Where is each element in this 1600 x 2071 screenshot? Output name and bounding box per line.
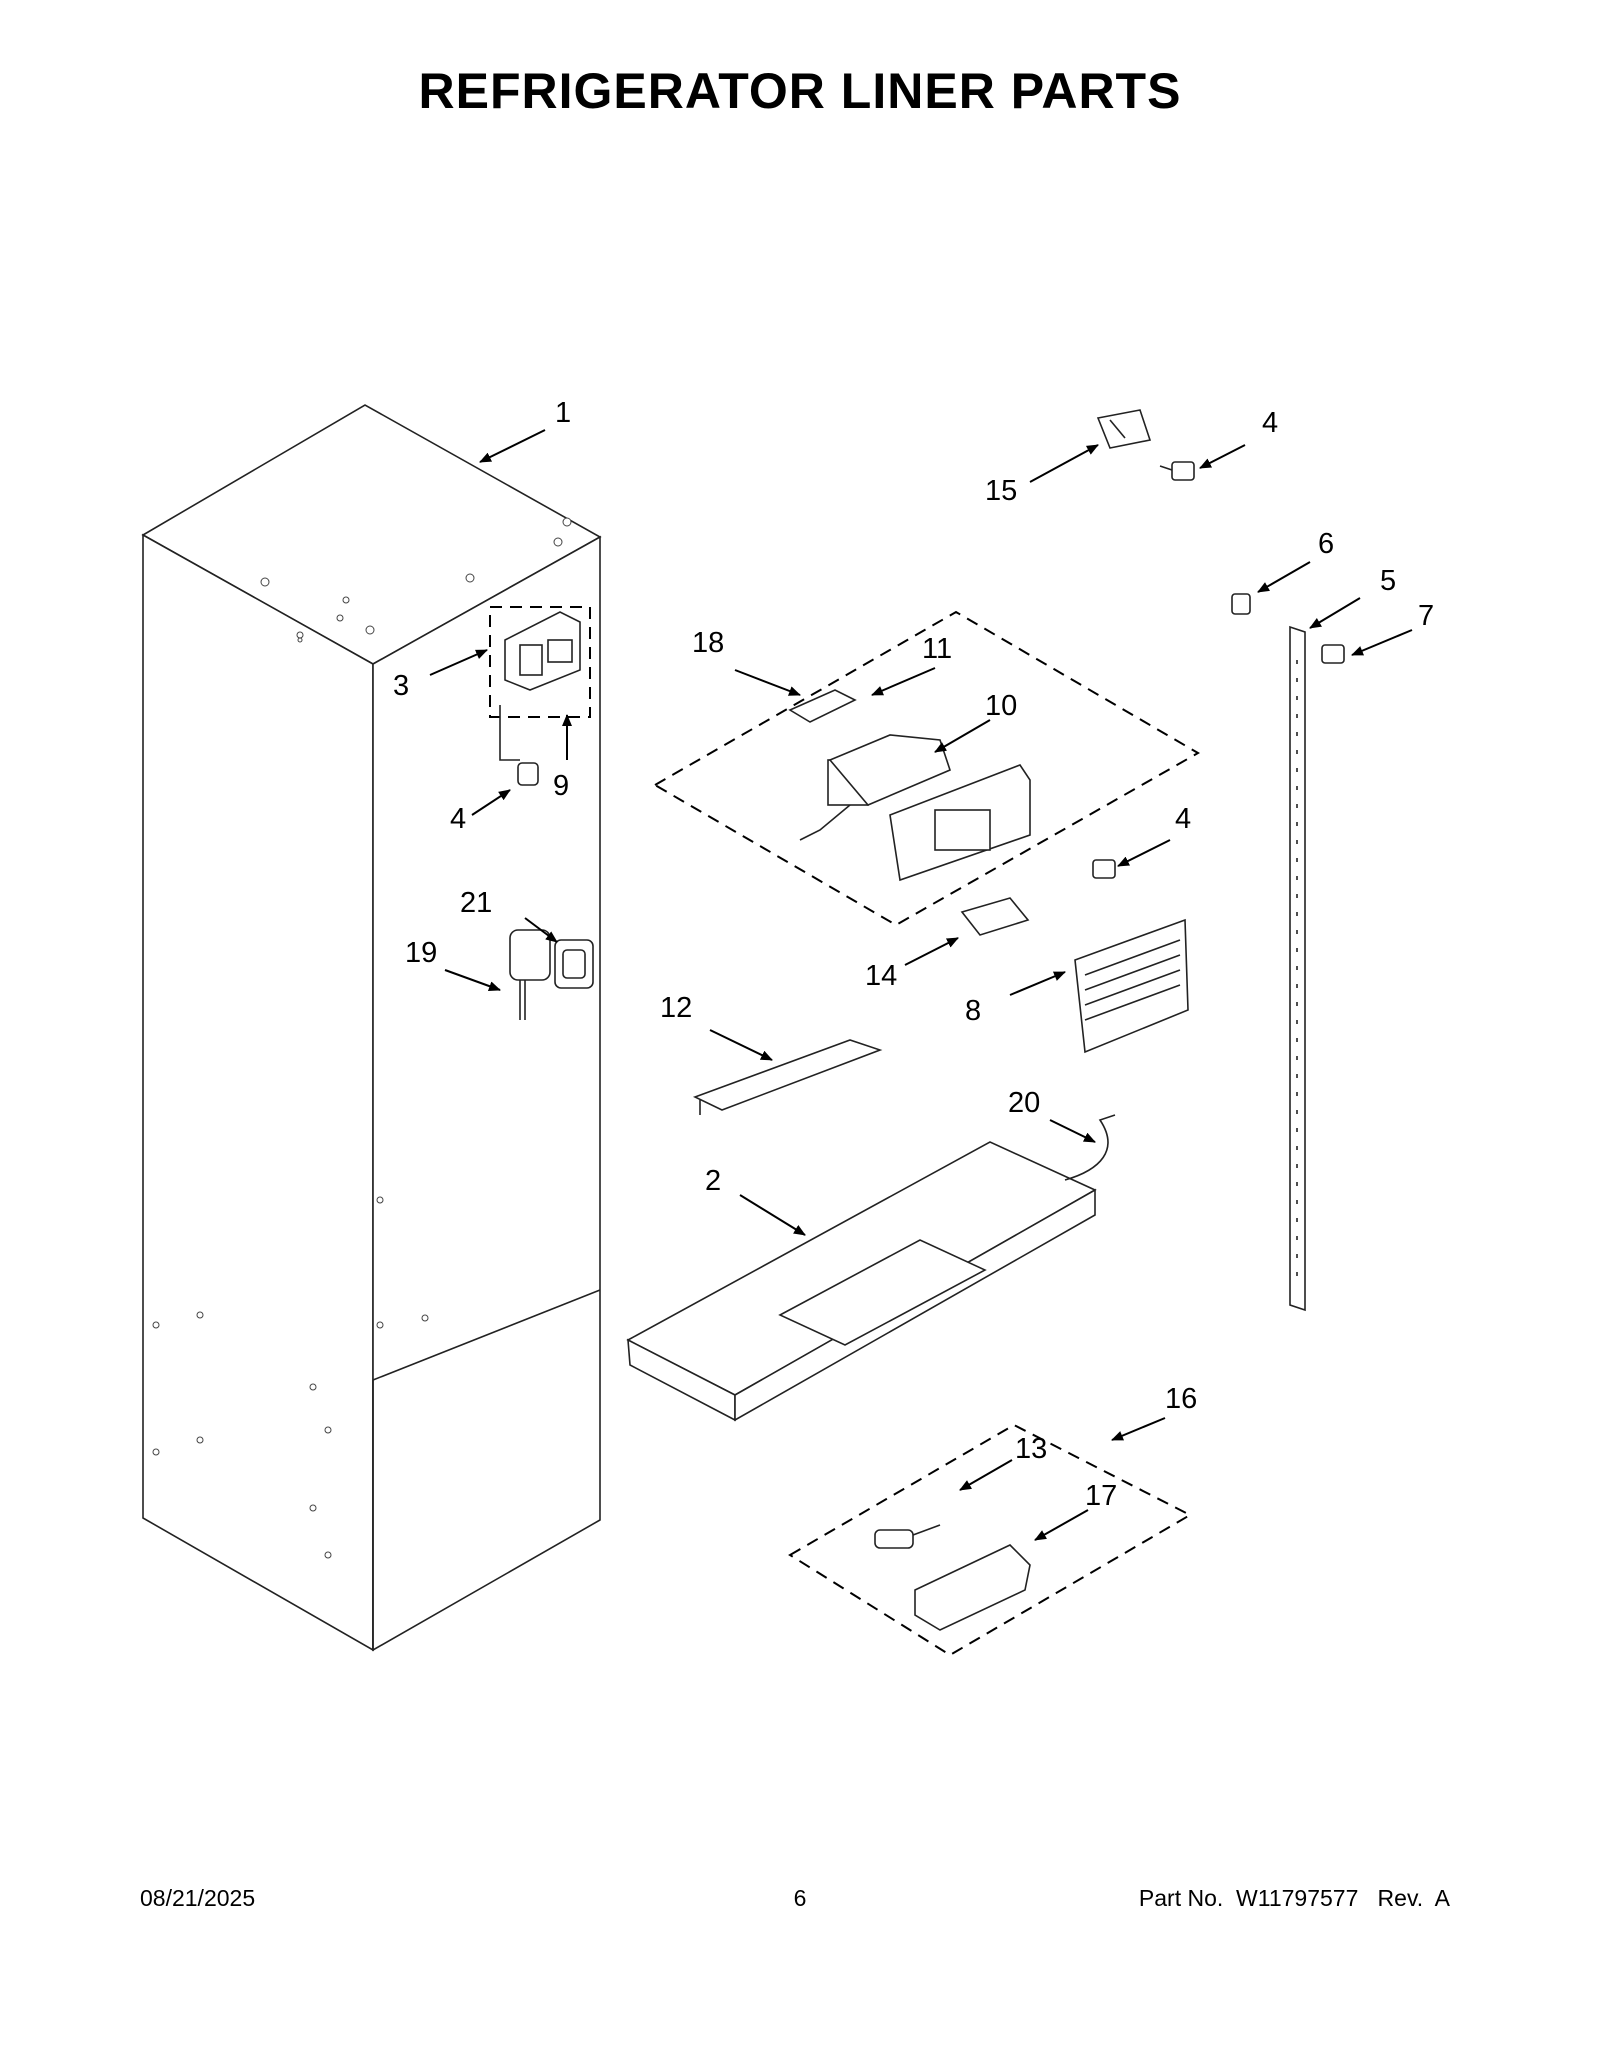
part-7-screw [1321,644,1345,664]
callout-9: 9 [553,770,569,802]
part-8-panel [1074,918,1189,1054]
callout-arrows [429,429,1413,1541]
callout-16: 16 [1165,1383,1197,1415]
callout-11: 11 [922,633,952,665]
screw-top [1159,461,1195,481]
part-19-sensor [509,929,551,1020]
callout-3: 3 [393,670,409,702]
callout-labels: 1 2 3 4 4 4 5 6 7 8 9 10 11 12 13 14 15 … [393,397,1434,1512]
part-5-rail [1289,625,1306,1312]
callout-4-top: 4 [1262,407,1278,439]
callout-4-left: 4 [450,803,466,835]
callout-4-right: 4 [1175,803,1191,835]
control-housing-group [489,606,591,786]
footer-part-number: Part No. W11797577 Rev. A [1138,1885,1450,1911]
callout-14: 14 [865,960,897,992]
screw-right [1092,859,1116,879]
callout-1: 1 [555,397,571,429]
page-title: REFRIGERATOR LINER PARTS [418,63,1182,119]
callout-8: 8 [965,995,981,1027]
callout-20: 20 [1008,1087,1040,1119]
callout-19: 19 [405,937,437,969]
callout-15: 15 [985,475,1017,507]
part-20-harness [1064,1114,1116,1181]
footer-date: 08/21/2025 [140,1885,256,1911]
callout-2: 2 [705,1165,721,1197]
part-15-bracket [1096,409,1152,449]
callout-21: 21 [460,887,492,919]
part-12-cover [692,1039,883,1115]
callout-10: 10 [985,690,1017,722]
callout-6: 6 [1318,528,1334,560]
part-2-tray [626,1141,1097,1422]
part-18-group [653,610,1201,927]
part-16-group [788,1423,1193,1657]
liner-holes [152,517,572,1559]
part-6-clip [1231,593,1251,615]
liner-cabinet [141,404,602,1652]
footer-page-number: 6 [793,1885,807,1911]
part-14-filter [960,897,1030,936]
part-21-bezel [554,939,594,989]
callout-5: 5 [1380,565,1396,597]
callout-7: 7 [1418,600,1434,632]
callout-12: 12 [660,992,692,1024]
callout-13: 13 [1015,1433,1047,1465]
callout-18: 18 [692,627,724,659]
callout-17: 17 [1085,1480,1117,1512]
